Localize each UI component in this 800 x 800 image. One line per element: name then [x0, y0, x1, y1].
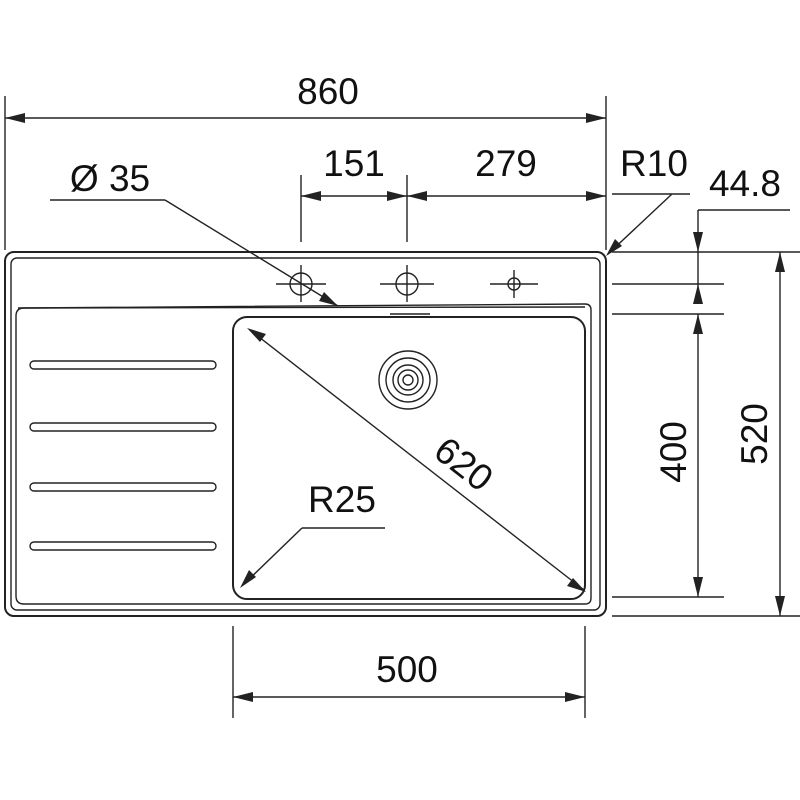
drain-icon: [378, 350, 438, 410]
bowl-depth-label: 400: [653, 421, 694, 483]
dimension-hole-diameter: Ø 35: [50, 158, 339, 307]
bowl-width-label: 500: [376, 649, 438, 690]
dimension-bowl-radius: R25: [240, 479, 385, 588]
overall-depth-label: 520: [734, 403, 775, 465]
tap-offset-label: 151: [323, 143, 385, 184]
sink-outline: [4, 251, 607, 617]
hole-diameter-label: Ø 35: [70, 158, 150, 199]
drainboard: [15, 303, 592, 605]
drainboard-groove: [29, 422, 217, 432]
drainboard-groove: [29, 482, 217, 492]
corner-radius-label: R10: [620, 143, 688, 184]
dimension-bowl-width: 500: [232, 626, 586, 718]
dimension-top-offset: 44.8: [612, 163, 790, 315]
tap-hole-icon: [380, 265, 434, 302]
dimension-overall-depth: 520: [612, 251, 800, 617]
bowl-diagonal-label: 620: [427, 429, 501, 499]
sink-bowl: [232, 313, 586, 600]
dimension-bowl-depth: 400: [612, 314, 724, 598]
overall-width-label: 860: [297, 71, 359, 112]
drainboard-groove: [29, 360, 217, 370]
tap-to-edge-label: 279: [475, 143, 537, 184]
drainboard-groove: [29, 541, 217, 551]
dimension-corner-radius: R10: [606, 143, 690, 256]
pre-punched-hole-icon: [490, 270, 538, 298]
top-offset-label: 44.8: [709, 163, 781, 204]
bowl-radius-label: R25: [308, 479, 376, 520]
dimension-overall-width: 860: [4, 71, 607, 250]
dimension-tap-offsets: 151 279: [300, 143, 606, 242]
